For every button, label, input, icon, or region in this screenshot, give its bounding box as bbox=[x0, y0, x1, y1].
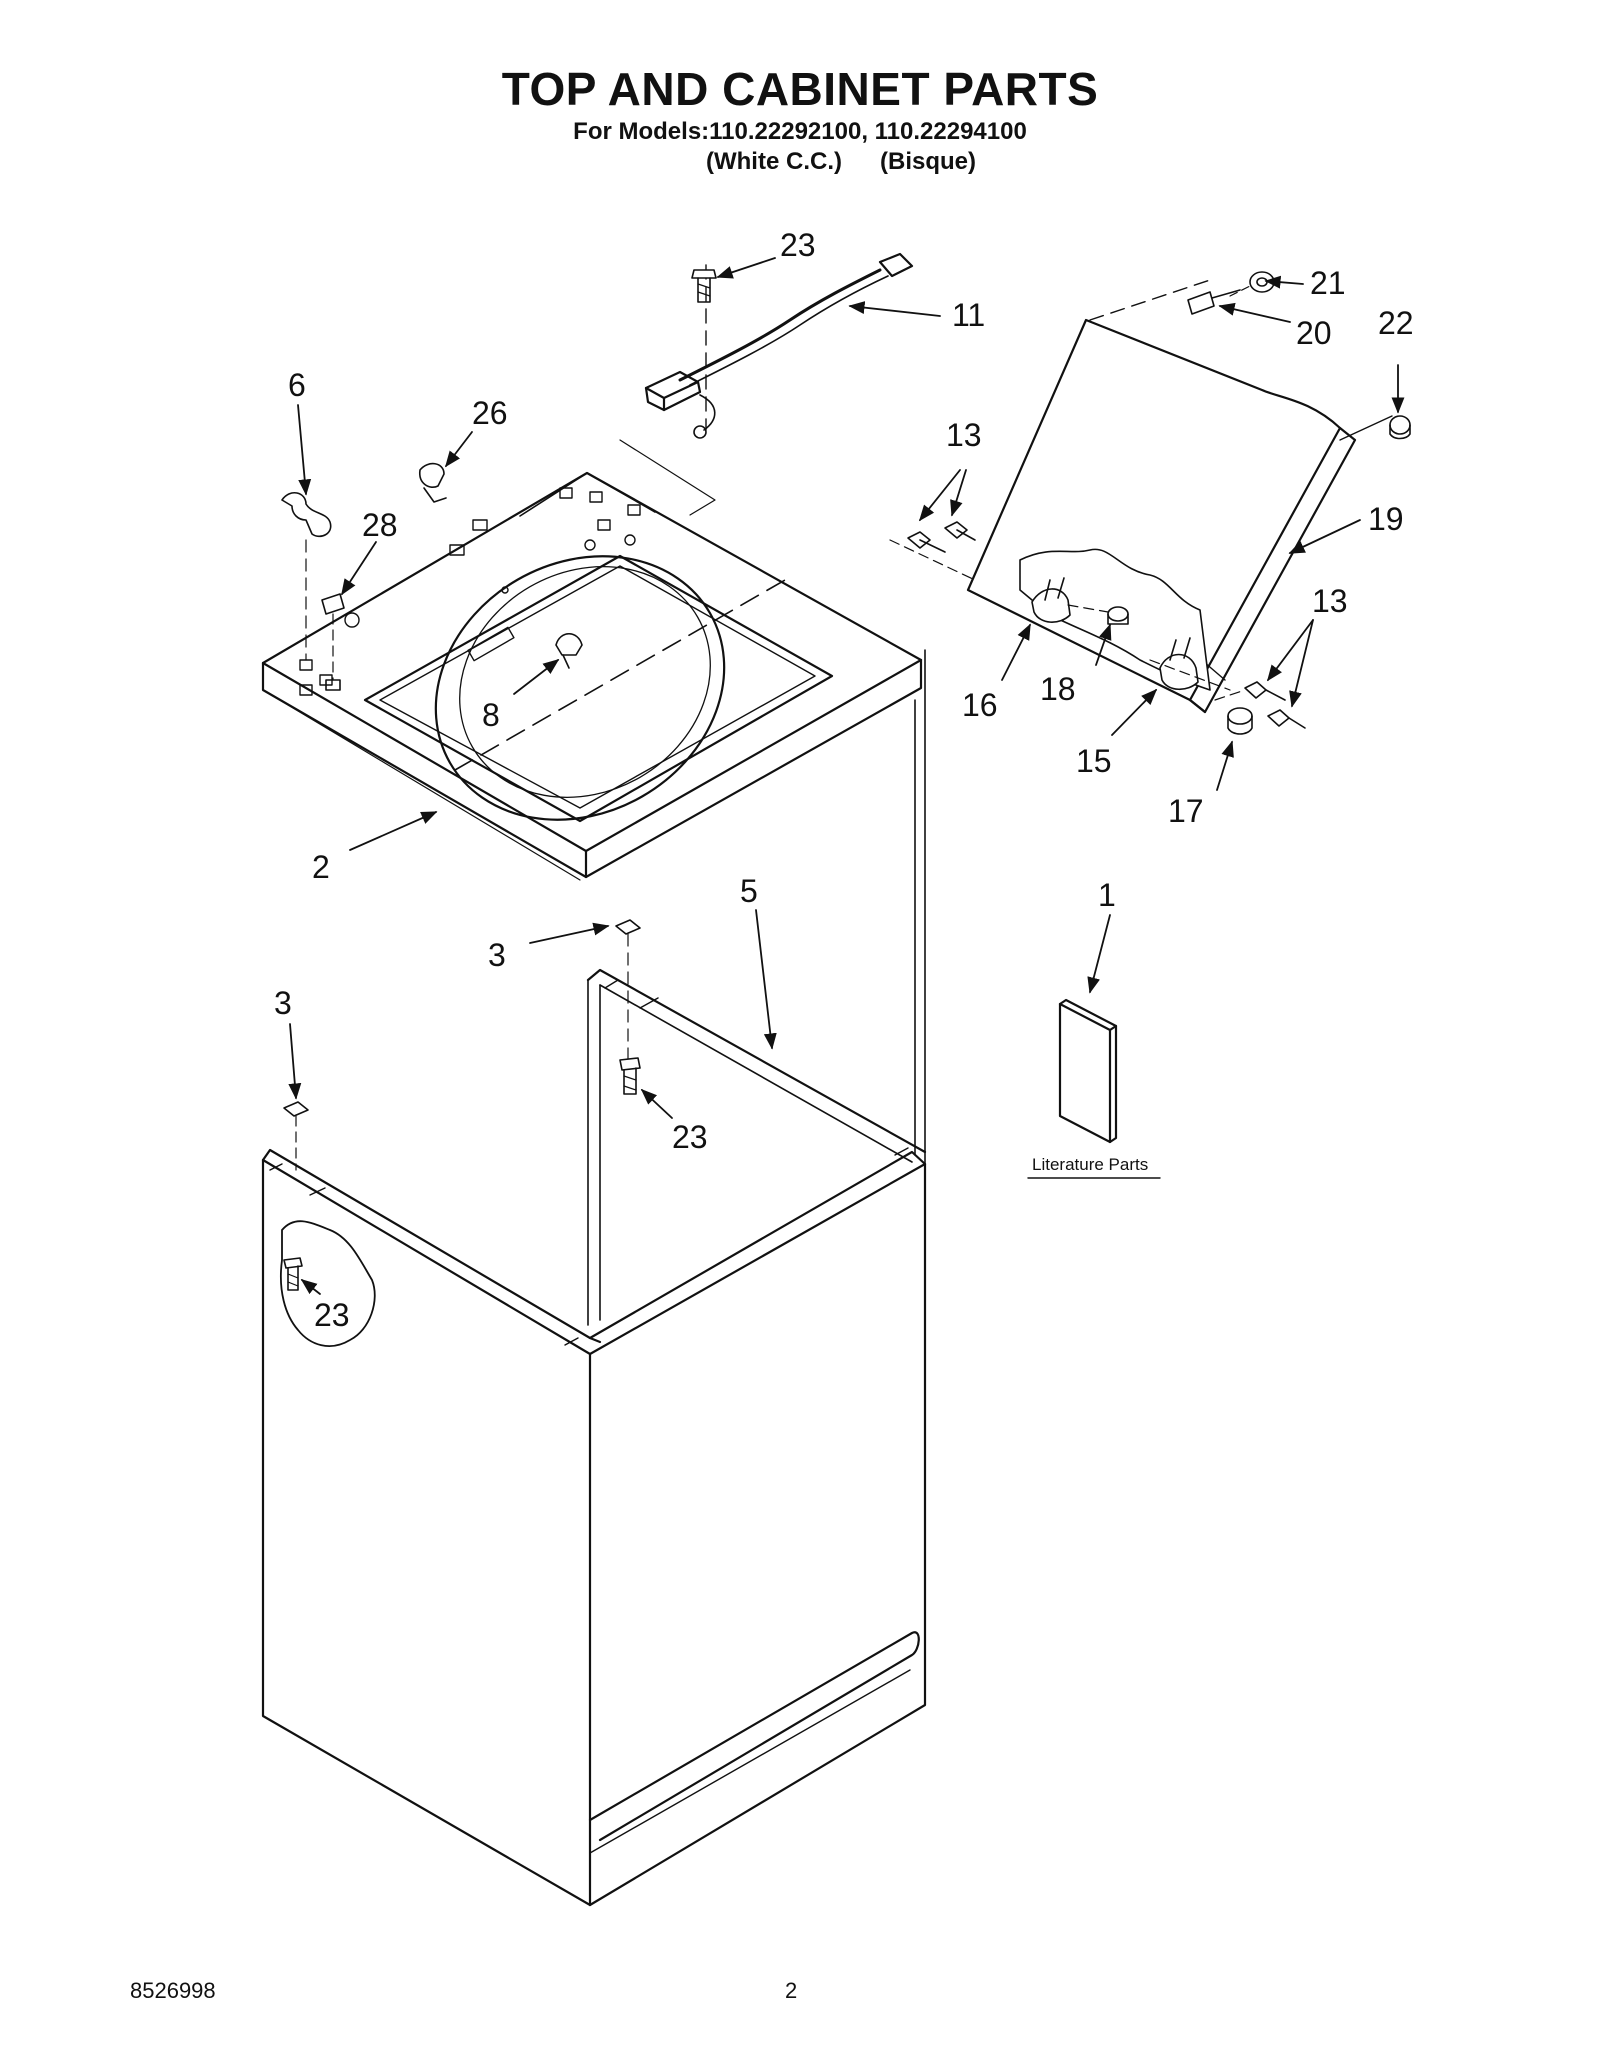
part-6-clip bbox=[281, 492, 332, 661]
leader-arrows bbox=[288, 257, 1405, 1295]
label-23-low: 23 bbox=[314, 1297, 350, 1333]
label-21: 21 bbox=[1310, 265, 1346, 301]
label-22: 22 bbox=[1378, 305, 1414, 341]
page-number: 2 bbox=[785, 1978, 798, 2003]
label-1: 1 bbox=[1098, 877, 1116, 913]
part-23-screw-mid bbox=[619, 1057, 641, 1095]
label-3-mid: 3 bbox=[488, 937, 506, 973]
part-3-nut-left bbox=[283, 1101, 309, 1171]
label-16: 16 bbox=[962, 687, 998, 723]
variant-white: (White C.C.) bbox=[706, 148, 842, 175]
part-16-hinge bbox=[1031, 577, 1071, 623]
cabinet-top bbox=[261, 471, 923, 881]
part-23-screw-low bbox=[283, 1257, 303, 1291]
label-11: 11 bbox=[952, 297, 985, 333]
part-13-screws-right bbox=[1214, 681, 1306, 729]
part-21-cap bbox=[1229, 271, 1275, 297]
label-2: 2 bbox=[312, 849, 330, 885]
label-3-left: 3 bbox=[274, 985, 292, 1021]
part-labels: 23 11 21 20 22 6 26 28 13 19 13 8 16 18 … bbox=[274, 227, 1414, 1333]
label-18: 18 bbox=[1040, 671, 1076, 707]
variant-bisque: (Bisque) bbox=[880, 148, 976, 175]
label-13-right: 13 bbox=[1312, 583, 1348, 619]
part-8-clip bbox=[555, 632, 583, 669]
part-3-nut-mid bbox=[615, 919, 641, 1061]
label-19: 19 bbox=[1368, 501, 1404, 537]
label-8: 8 bbox=[482, 697, 500, 733]
label-17: 17 bbox=[1168, 793, 1204, 829]
label-26: 26 bbox=[472, 395, 508, 431]
part-20-pin bbox=[1187, 289, 1241, 315]
literature-parts-label: Literature Parts bbox=[1032, 1155, 1148, 1174]
label-28: 28 bbox=[362, 507, 398, 543]
cabinet-cutaway bbox=[280, 1220, 376, 1347]
document-code: 8526998 bbox=[130, 1978, 216, 2003]
part-22-bumper bbox=[1389, 415, 1411, 440]
part-17-bumper bbox=[1227, 707, 1253, 735]
label-23-mid: 23 bbox=[672, 1119, 708, 1155]
part-28-clip bbox=[321, 593, 345, 691]
part-26-clip bbox=[419, 462, 447, 503]
literature-parts-booklet bbox=[1027, 998, 1161, 1179]
label-5: 5 bbox=[740, 873, 758, 909]
models-line: For Models:110.22292100, 110.22294100 bbox=[573, 118, 1027, 145]
label-15: 15 bbox=[1076, 743, 1112, 779]
part-15-hinge bbox=[1149, 637, 1231, 691]
label-23-top: 23 bbox=[780, 227, 816, 263]
part-11-switch-harness bbox=[619, 252, 914, 516]
label-13-left: 13 bbox=[946, 417, 982, 453]
label-20: 20 bbox=[1296, 315, 1332, 351]
part-18-bushing bbox=[1067, 604, 1129, 625]
part-13-screws-left bbox=[889, 521, 976, 581]
part-23-screw-top bbox=[691, 269, 717, 303]
page-title: TOP AND CABINET PARTS bbox=[501, 63, 1099, 115]
cabinet-body bbox=[261, 649, 927, 1907]
label-6: 6 bbox=[288, 367, 306, 403]
